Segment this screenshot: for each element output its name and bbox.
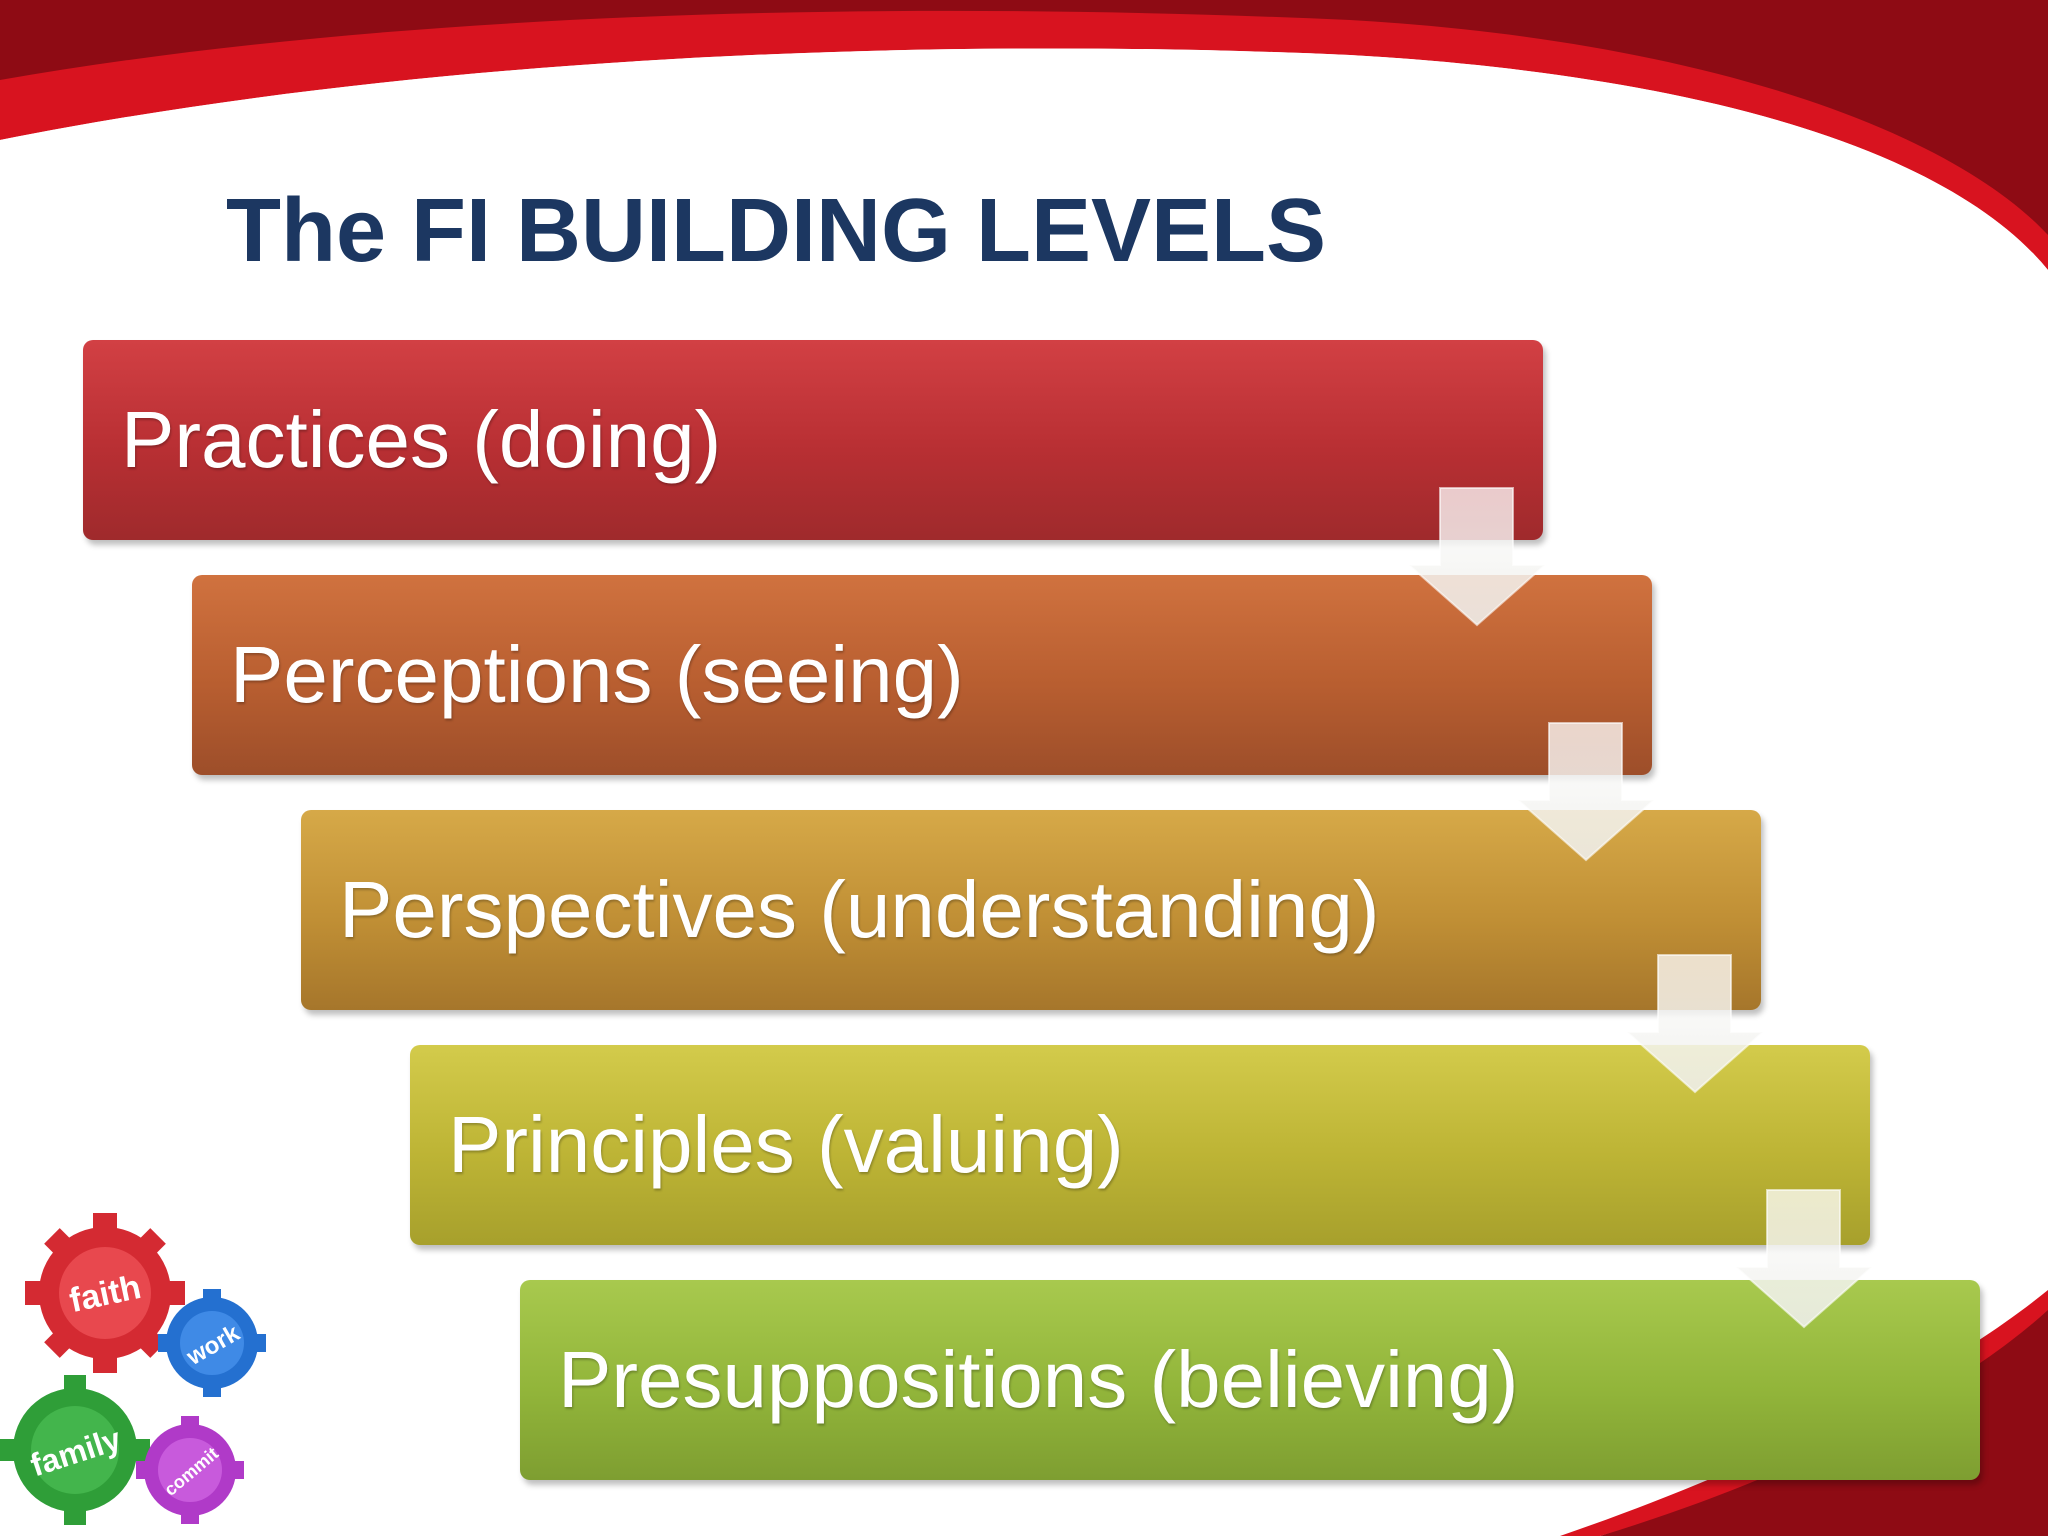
purple-gear-icon: commit — [136, 1416, 244, 1524]
gears-logo: faith work family commit — [0, 1213, 266, 1525]
down-arrow-icon — [1624, 954, 1766, 1094]
down-arrow-icon — [1733, 1189, 1875, 1329]
slide-title: The FI BUILDING LEVELS — [226, 181, 1327, 281]
level-perspectives: Perspectives (understanding) — [301, 810, 1761, 1010]
level-label: Perceptions (seeing) — [230, 630, 964, 719]
level-principles: Principles (valuing) — [410, 1045, 1870, 1245]
level-label: Practices (doing) — [121, 395, 722, 484]
level-perceptions: Perceptions (seeing) — [192, 575, 1652, 775]
green-gear-icon: family — [0, 1375, 150, 1525]
level-practices: Practices (doing) — [83, 340, 1543, 540]
level-label: Principles (valuing) — [448, 1100, 1124, 1189]
level-presuppositions: Presuppositions (believing) — [520, 1280, 1980, 1480]
down-arrow-icon — [1406, 487, 1548, 627]
down-arrow-icon — [1515, 722, 1657, 862]
blue-gear-icon: work — [158, 1289, 266, 1397]
level-label: Presuppositions (believing) — [558, 1335, 1519, 1424]
level-label: Perspectives (understanding) — [339, 865, 1380, 954]
